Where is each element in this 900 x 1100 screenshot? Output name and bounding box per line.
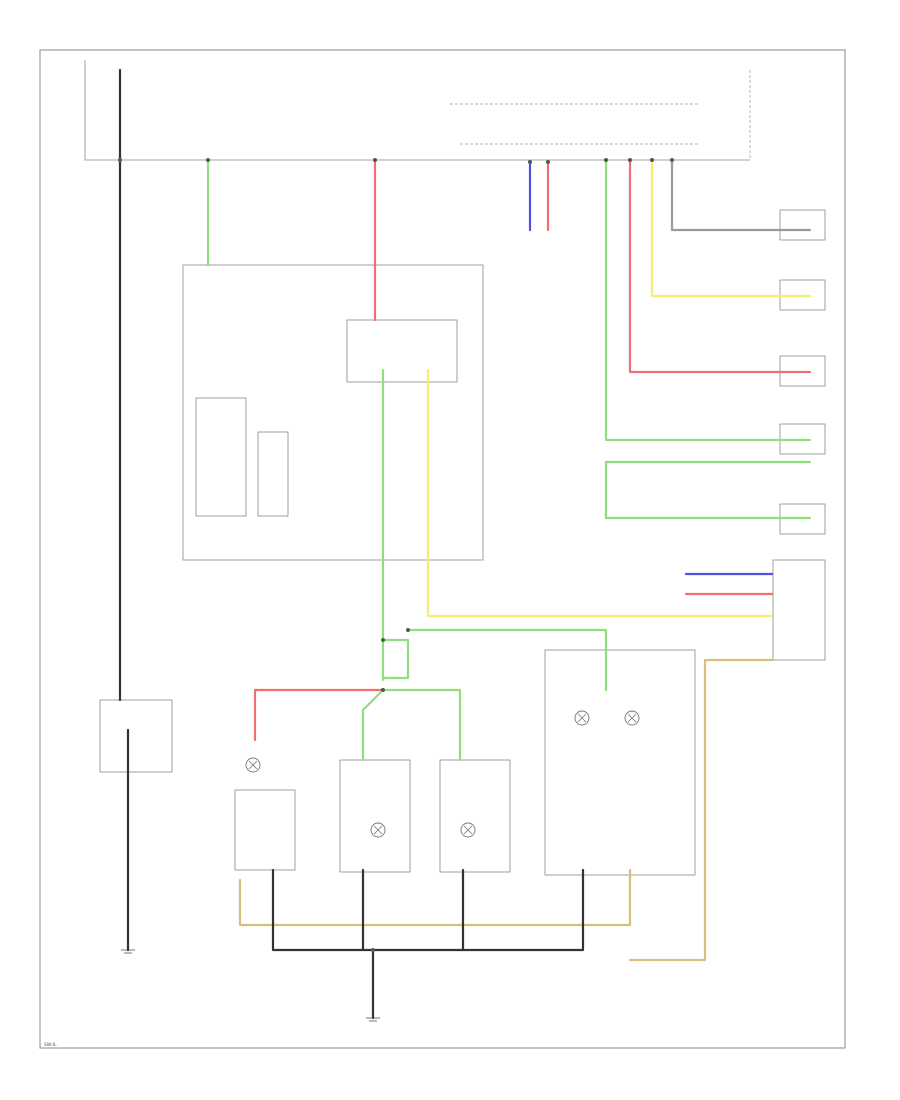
- wire-tan-bottom: [238, 868, 632, 927]
- box-mod-d: [544, 649, 696, 876]
- splice-dot: [381, 638, 385, 642]
- wire-green-split: [381, 638, 410, 680]
- frame-code: SW-IL: [44, 1042, 57, 1048]
- wire-black-gnd: [271, 868, 585, 952]
- wires: [118, 68, 812, 1020]
- splice-dot: [118, 158, 122, 162]
- wire-yellow-rt: [650, 158, 812, 298]
- box-junction-block: [84, 60, 750, 161]
- splice-dot: [528, 160, 532, 164]
- splice-dot: [604, 158, 608, 162]
- wire-green-to-pas: [381, 688, 462, 762]
- box-conn-left2: [257, 431, 289, 517]
- wire-wht-rt: [670, 158, 812, 232]
- box-relay: [346, 319, 458, 383]
- lamp-5-icon: [624, 710, 640, 726]
- box-mod-b: [339, 759, 411, 873]
- box-conn-left: [195, 397, 247, 517]
- lamp-3-icon: [460, 822, 476, 838]
- splice-dot: [406, 628, 410, 632]
- wire-green-sub2: [604, 460, 812, 520]
- box-mod-e: [772, 559, 826, 661]
- box-outer-left-mod: [99, 699, 173, 773]
- splice-dot: [206, 158, 210, 162]
- lamp-1-icon: [245, 757, 261, 773]
- wire-green-to-drv: [361, 688, 385, 762]
- splice-dots: [118, 158, 674, 952]
- component-boxes: [84, 60, 826, 876]
- box-mod-a: [234, 789, 296, 871]
- lamp-2-icon: [370, 822, 386, 838]
- splice-dot: [371, 948, 375, 952]
- wire-red-rt: [628, 158, 812, 374]
- diagram-frame: [39, 49, 846, 1049]
- wire-green-to-pass: [406, 628, 608, 692]
- lamp-4-icon: [574, 710, 590, 726]
- wire-green-rt: [604, 158, 812, 442]
- box-mod-c: [439, 759, 511, 873]
- lamps: [245, 710, 640, 838]
- splice-dot: [546, 160, 550, 164]
- wire-yellow-main: [426, 368, 774, 618]
- splice-dot: [650, 158, 654, 162]
- splice-dot: [628, 158, 632, 162]
- wire-red-to-glove: [253, 688, 385, 742]
- box-sw-lft: [182, 264, 484, 561]
- splice-dot: [670, 158, 674, 162]
- box-sw-1: [779, 209, 826, 241]
- splice-dot: [373, 158, 377, 162]
- wire-tan-rt: [628, 658, 774, 962]
- splice-dot: [381, 688, 385, 692]
